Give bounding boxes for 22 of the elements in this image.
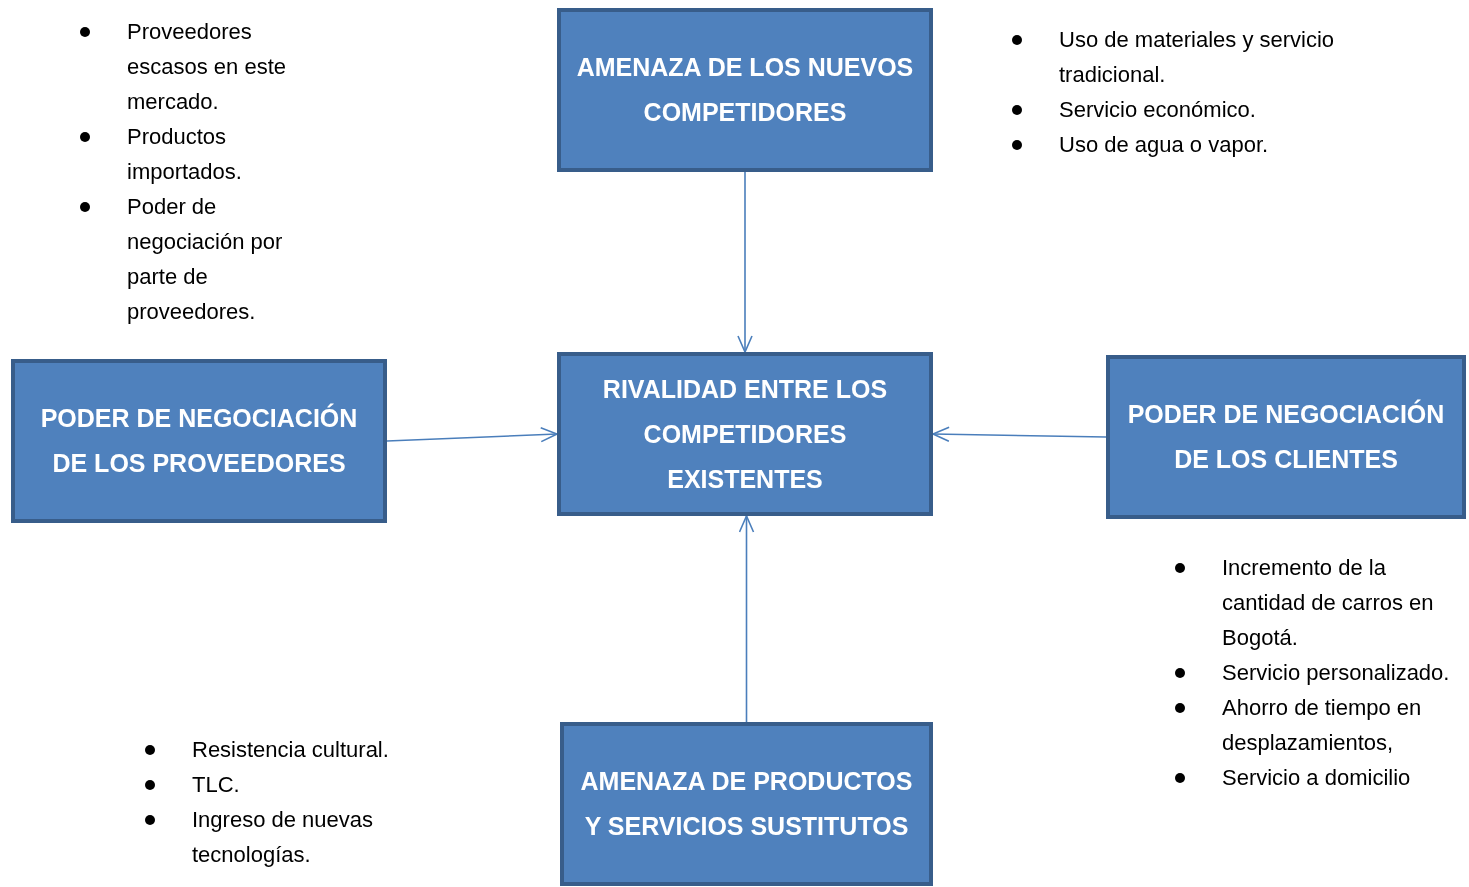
bullet-text: Ahorro de tiempo en desplazamientos, [1222, 694, 1423, 757]
bullet-text: Servicio económico. [1059, 96, 1256, 124]
arrow [738, 515, 755, 723]
force-box: AMENAZA DE LOS NUEVOS COMPETIDORES [557, 8, 933, 172]
bullet-text: TLC. [192, 771, 240, 799]
bullet-text: Uso de materiales y servicio tradicional. [1059, 26, 1336, 89]
force-box: AMENAZA DE PRODUCTOS Y SERVICIOS SUSTITUTOS [560, 722, 933, 886]
arrow [737, 171, 753, 353]
bullet-text: Proveedores escasos en este mercado. [127, 18, 287, 116]
bullet-text: Uso de agua o vapor. [1059, 131, 1269, 159]
bullet-text: Servicio a domicilio [1222, 764, 1411, 792]
force-box: PODER DE NEGOCIACIÓN DE LOS PROVEEDORES [11, 359, 387, 523]
bullet-text: Productos importados. [127, 123, 243, 186]
arrow [386, 426, 558, 443]
bullet-text: Servicio personalizado. [1222, 659, 1450, 687]
arrow [932, 426, 1107, 443]
bullet-text: Ingreso de nuevas tecnologías. [192, 806, 375, 869]
force-box: RIVALIDAD ENTRE LOS COMPETIDORES EXISTENTES [557, 352, 933, 516]
bullet-text: Incremento de la cantidad de carros en Bogotá. [1222, 554, 1435, 652]
bullet-text: Poder de negociación por parte de proveedores. [127, 193, 284, 326]
force-box: PODER DE NEGOCIACIÓN DE LOS CLIENTES [1106, 355, 1466, 519]
bullet-text: Resistencia cultural. [192, 736, 389, 764]
